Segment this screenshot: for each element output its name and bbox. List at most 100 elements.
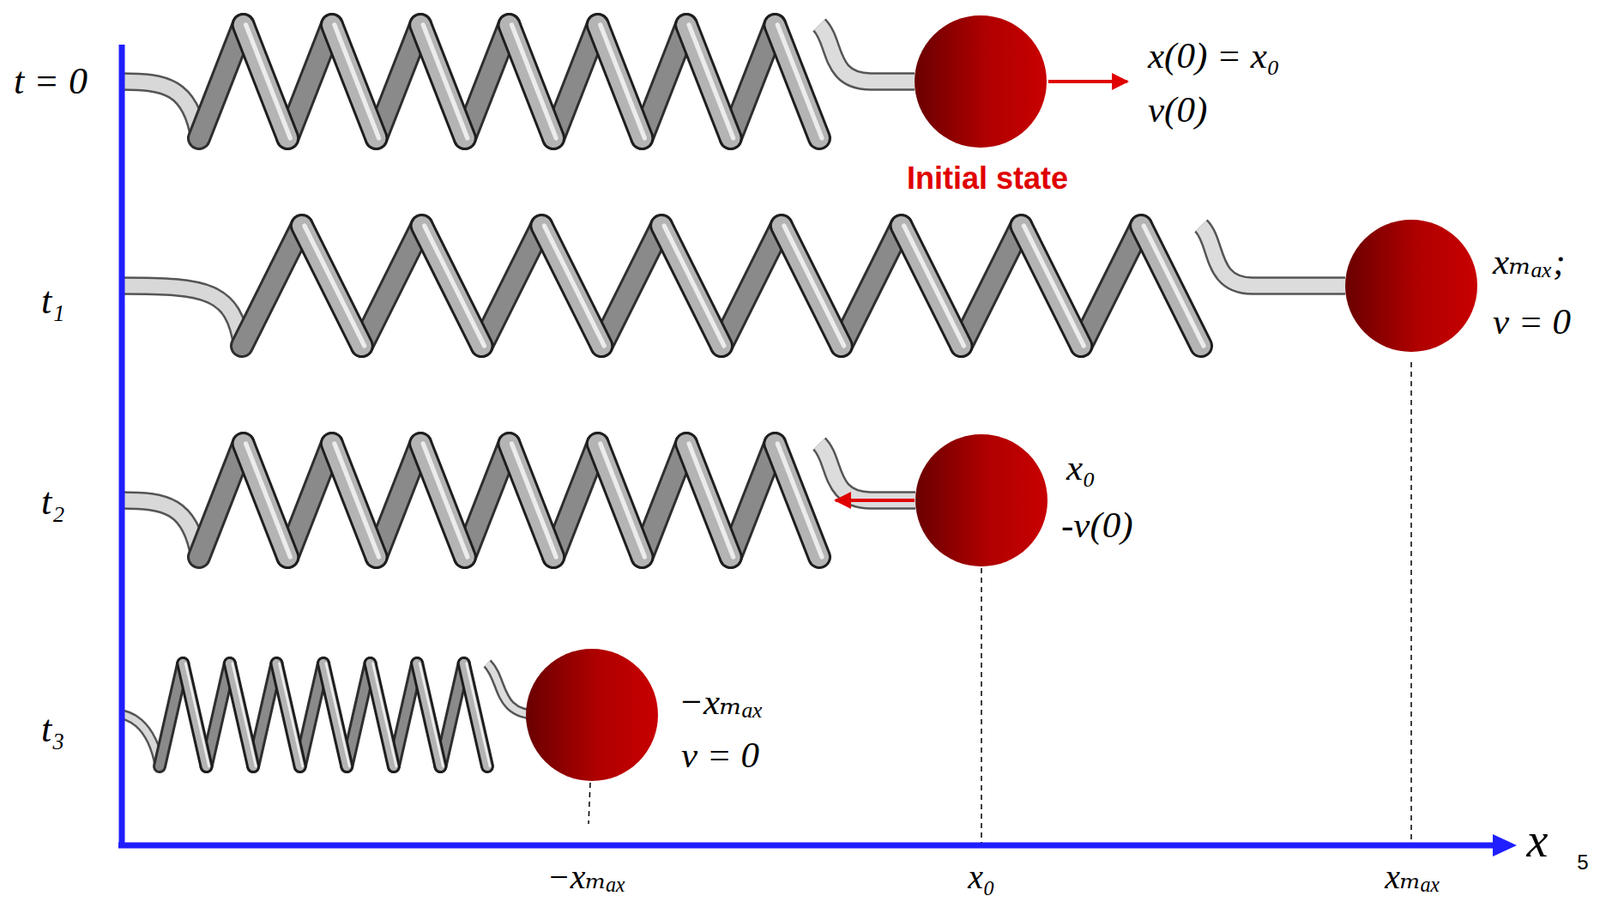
coil-front — [661, 225, 722, 346]
coil-back — [961, 225, 1022, 346]
mass-ball — [915, 434, 1048, 567]
coil-back — [553, 443, 598, 557]
state-label: v = 0 — [1492, 301, 1571, 342]
coil-front — [420, 443, 465, 557]
coil-front — [332, 443, 377, 557]
coil-front — [420, 24, 465, 139]
coil-back — [376, 24, 422, 139]
guide-line — [588, 782, 591, 824]
spring-hook — [1201, 225, 1346, 286]
coil-front — [774, 443, 820, 557]
coil-front — [686, 24, 731, 139]
velocity-arrow — [835, 498, 915, 502]
coil-highlight — [543, 225, 604, 346]
coil-back — [287, 24, 333, 139]
axis-arrowhead — [1492, 833, 1517, 857]
axis-tick-label: xₘₐₓ — [1384, 857, 1441, 896]
coil-front — [509, 24, 555, 139]
coil-back — [199, 443, 244, 557]
coil-highlight — [422, 443, 468, 557]
coil-back — [841, 225, 902, 346]
coil-front — [781, 225, 842, 346]
axis-tick-label: −xₘₐₓ — [547, 857, 627, 896]
axis-tick-label: x₀ — [967, 857, 996, 896]
coil-back — [1080, 225, 1142, 346]
coil-back — [730, 443, 776, 557]
coil-front — [686, 443, 731, 557]
x-axis — [118, 842, 1493, 849]
coil-front — [422, 225, 483, 346]
spring-hook — [121, 500, 200, 557]
axis-name: x — [1527, 814, 1549, 868]
spring-hook — [121, 500, 200, 557]
coil-back — [601, 225, 662, 346]
coil-front — [597, 443, 643, 557]
coil-spring — [121, 663, 539, 767]
page-number: 5 — [1576, 851, 1588, 874]
coil-front — [332, 24, 377, 139]
coil-highlight — [334, 443, 380, 557]
coil-back — [553, 24, 598, 139]
coil-back — [287, 24, 333, 139]
spring-hook — [121, 714, 160, 767]
coil-highlight — [422, 24, 468, 139]
coil-front — [541, 225, 602, 346]
coil-highlight — [185, 663, 209, 767]
coil-front — [422, 225, 483, 346]
coil-front — [370, 663, 394, 767]
coil-back — [464, 24, 510, 139]
coil-front — [276, 663, 300, 767]
coil-front — [276, 663, 300, 767]
state-label: -v(0) — [1061, 504, 1134, 545]
coil-back — [641, 24, 687, 139]
time-label: t₁ — [41, 280, 66, 322]
coil-front — [597, 443, 643, 557]
coil-front — [182, 663, 206, 767]
coil-front — [243, 24, 289, 139]
coil-front — [420, 443, 465, 557]
coil-highlight — [600, 24, 646, 139]
coil-front — [686, 24, 731, 139]
coil-back — [961, 225, 1022, 346]
coil-back — [199, 24, 244, 139]
coil-highlight — [600, 443, 646, 557]
state-label: x(0) = x₀ — [1147, 35, 1280, 76]
coil-front — [229, 663, 254, 767]
state-caption: Initial state — [906, 161, 1069, 196]
coil-front — [774, 24, 820, 139]
coil-back — [464, 443, 510, 557]
coil-front — [1141, 225, 1202, 346]
coil-back — [287, 443, 333, 557]
coil-front — [420, 24, 465, 139]
coil-highlight — [784, 225, 845, 346]
coil-highlight — [777, 443, 822, 557]
coil-front — [416, 663, 441, 767]
coil-front — [182, 663, 206, 767]
coil-back — [641, 443, 687, 557]
spring-hook — [121, 285, 242, 346]
coil-back — [721, 225, 782, 346]
coil-front — [901, 225, 962, 346]
coil-front — [597, 24, 643, 139]
coil-highlight — [246, 443, 291, 557]
coil-front — [661, 225, 722, 346]
coil-front — [509, 443, 555, 557]
coil-back — [641, 443, 687, 557]
coil-front — [301, 225, 363, 346]
coil-front — [774, 443, 820, 557]
coil-spring — [121, 443, 916, 557]
state-label: xₘₐₓ; — [1492, 241, 1566, 282]
coil-back — [287, 443, 333, 557]
coil-front — [243, 443, 289, 557]
coil-back — [721, 225, 782, 346]
coil-front — [370, 663, 394, 767]
spring-hook — [121, 81, 200, 139]
coil-highlight — [1143, 225, 1204, 346]
coil-front — [686, 443, 731, 557]
coil-front — [1020, 225, 1081, 346]
time-label: t = 0 — [13, 60, 88, 103]
coil-highlight — [334, 24, 380, 139]
coil-front — [901, 225, 962, 346]
